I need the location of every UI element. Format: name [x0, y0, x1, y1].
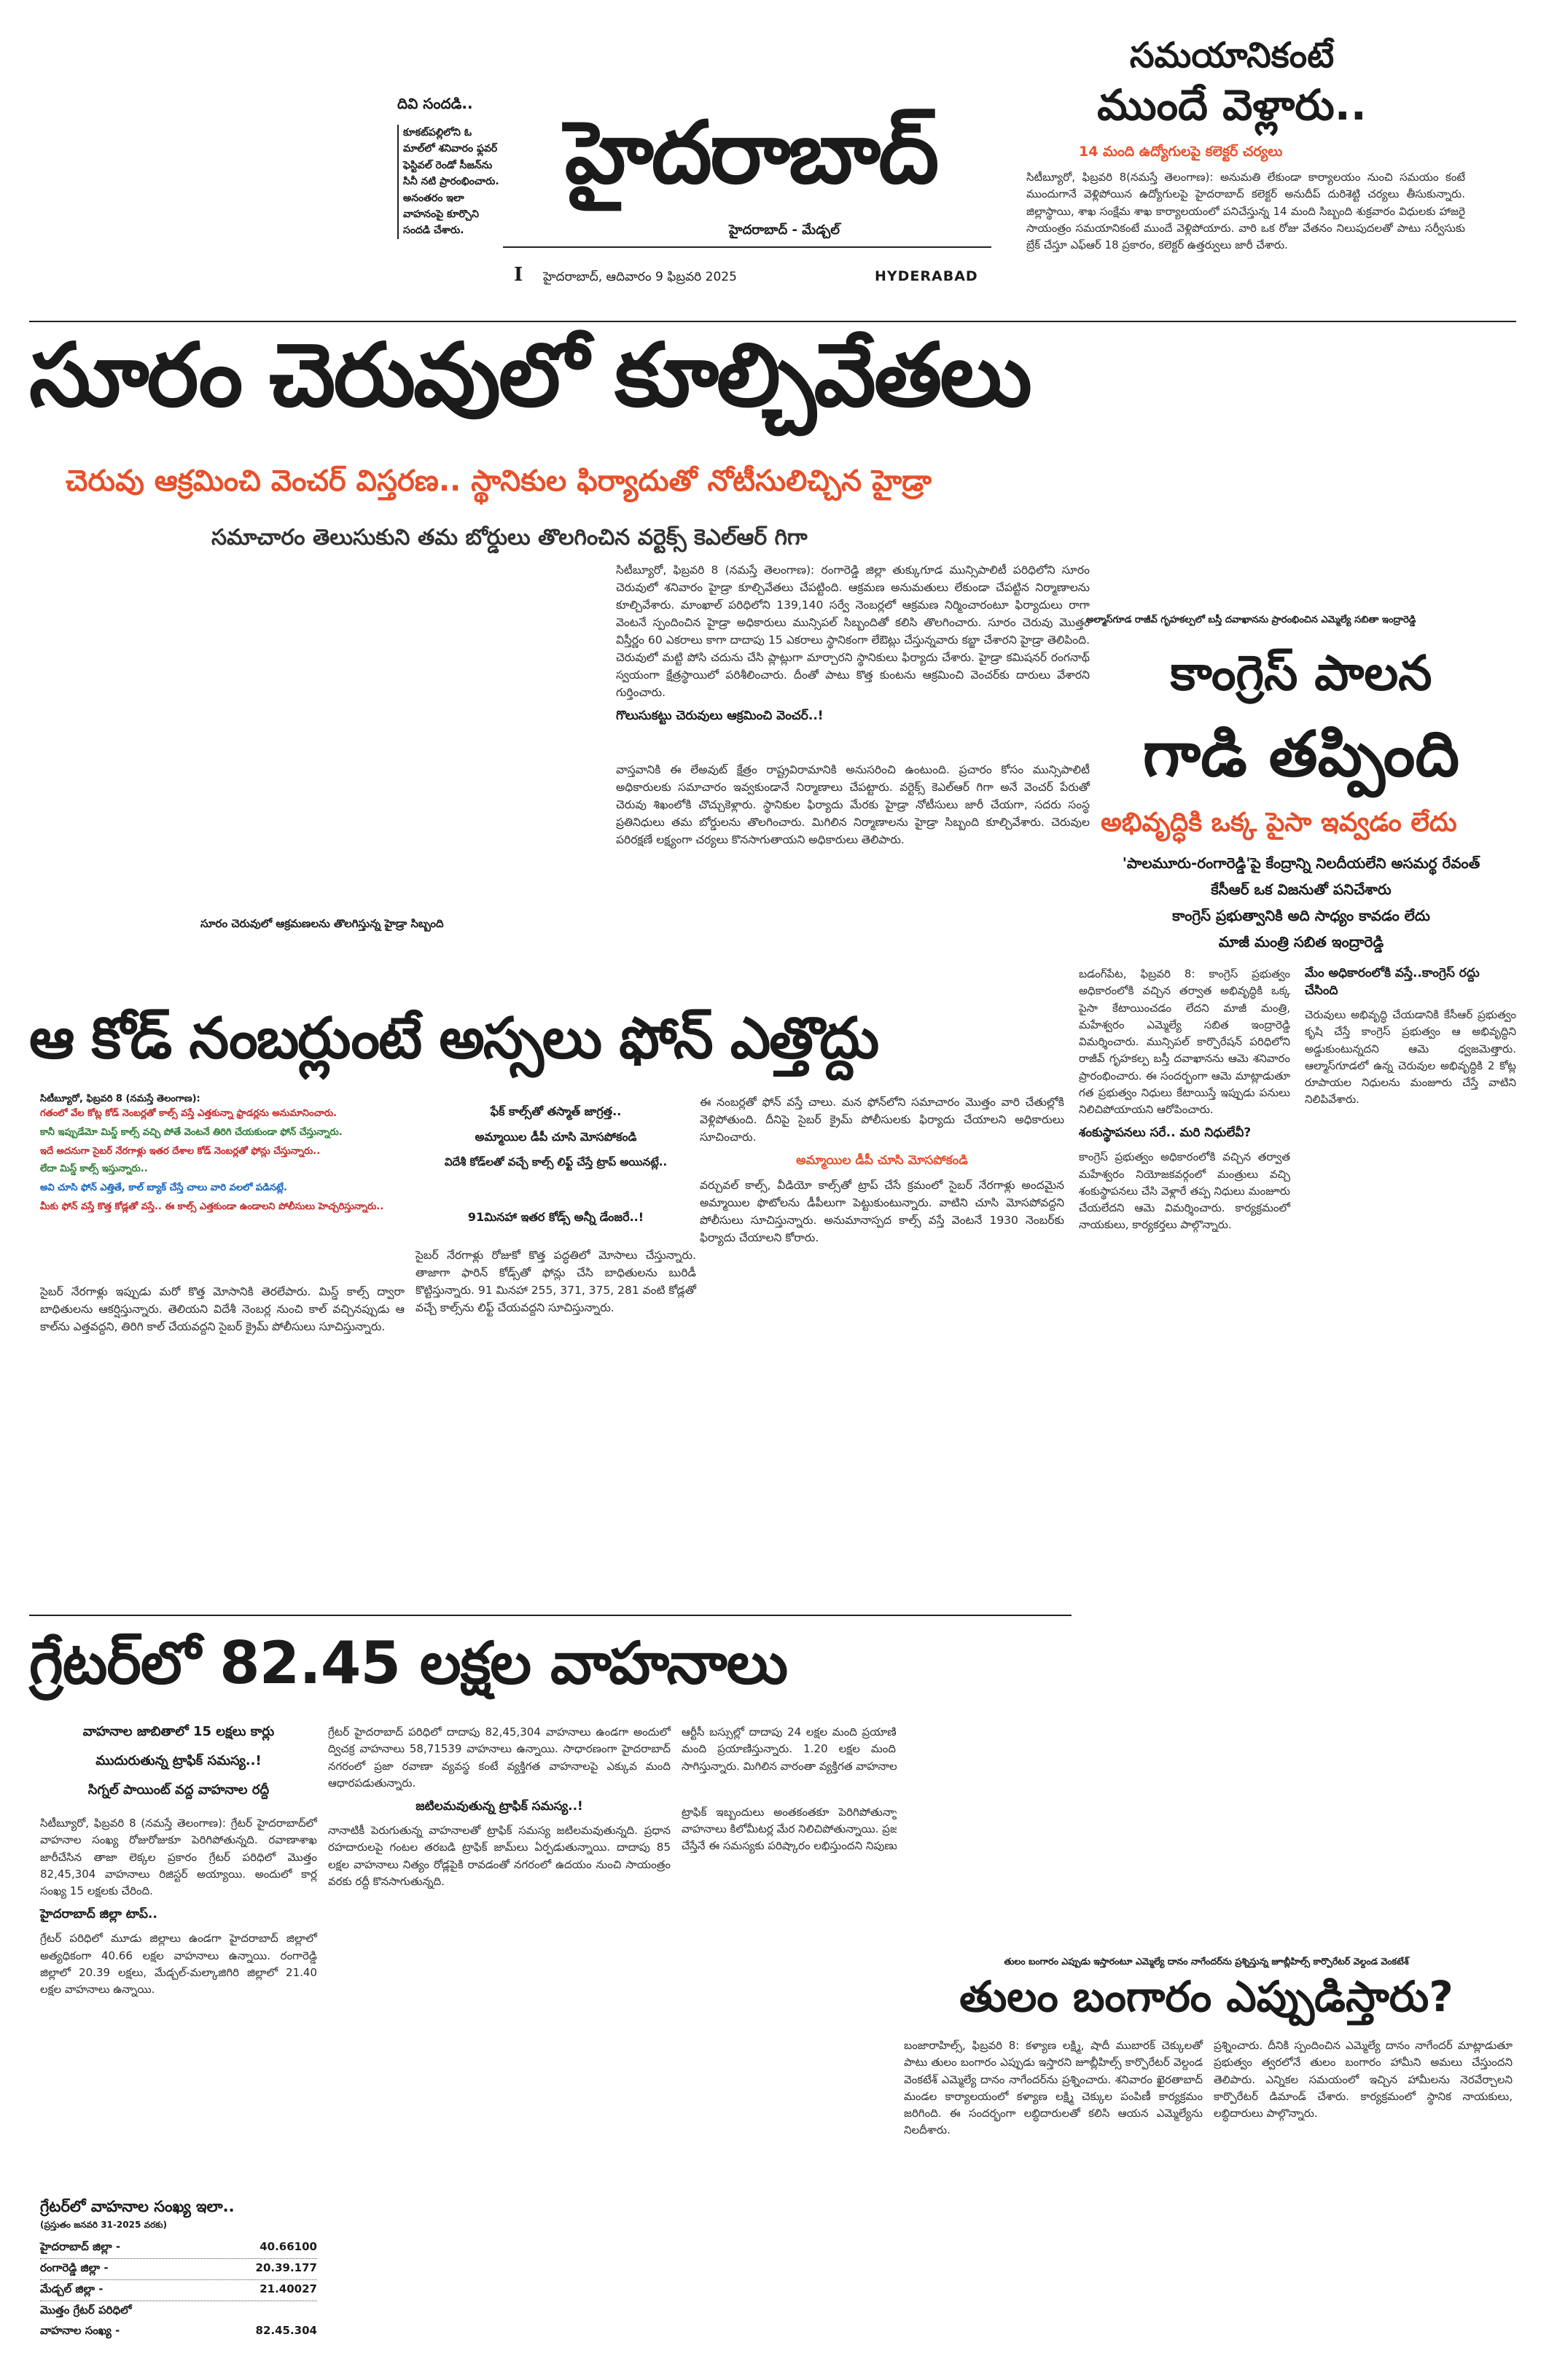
dateline: హైదరాబాద్, ఆదివారం 9 ఫిబ్రవరి 2025 [543, 270, 737, 284]
code-body-5: వర్చువల్ కాల్స్, వీడియో కాల్స్‌తో ట్రాప్… [700, 1179, 1064, 1245]
congress-body-col-2: మేం అధికారంలోకి వస్తే..కాంగ్రెస్ రద్దు చ… [1305, 966, 1516, 1116]
congress-deck-1: 'పాలమూరు-రంగారెడ్డి'పై కేంద్రాన్ని నిలదీ… [1122, 854, 1480, 872]
div-sandadi-caption: కూకట్‌పల్లిలోని ఓ మాల్‌లో శనివారం ఫ్లవర్… [397, 125, 505, 239]
greater-body-1: సిటీబ్యూరో, ఫిబ్రవరి 8 (నమస్తే తెలంగాణ):… [40, 1817, 317, 1897]
code-side-title: ఫేక్ కాల్స్‌తో తస్మాత్ జాగ్రత్త.. [490, 1104, 622, 1118]
greater-body-2: హైదరాబాద్ జిల్లా టాప్.. [40, 1907, 157, 1922]
suram-headline: సూరం చెరువులో కూల్చివేతలు [29, 325, 1032, 426]
gold-headline: తులం బంగారం ఎప్పుడిస్తారు? [959, 1972, 1453, 2021]
congress-body-col-1: బడంగ్‌పేట, ఫిబ్రవరి 8: కాంగ్రెస్ ప్రభుత్… [1079, 966, 1290, 1241]
table-row: మొత్తం గ్రేటర్ పరిధిలో [40, 2303, 132, 2317]
suram-photo-caption: సూరం చెరువులో ఆక్రమణలను తొలగిస్తున్న హైడ… [200, 917, 444, 930]
greater-headline: గ్రేటర్‌లో 82.45 లక్షల వాహనాలు [29, 1629, 788, 1697]
code-body-4: అమ్మాయిల డీపీ చూసి మోసపోకండి [796, 1153, 968, 1168]
congress-kicker: అల్మాస్‌గూడ రాజీవ్ గృహకల్పలో బస్తీ దవాఖా… [1086, 614, 1416, 625]
greater-body-col-1: సిటీబ్యూరో, ఫిబ్రవరి 8 (నమస్తే తెలంగాణ):… [40, 1815, 317, 2005]
greater-photo [328, 2070, 882, 2362]
code-bullet-5: అవి చూసి ఫోన్ ఎత్తితే, కాల్ బ్యాక్ చేస్త… [40, 1182, 287, 1193]
code-headline: ఆ కోడ్ నంబర్లుంటే అస్సలు ఫోన్ ఎత్తొద్దు [29, 1006, 879, 1072]
suram-photo [29, 565, 605, 908]
code-bullet-2: కానీ ఇప్పుడేమో మిస్డ్ కాల్స్ వచ్చి పోతే … [40, 1127, 343, 1138]
greater-body-col-2: గ్రేటర్ హైదరాబాద్ పరిధిలో దాదాపు 82,45,3… [328, 1724, 671, 1897]
table-row: హైదరాబాద్ జిల్లా -40.66100 [40, 2238, 317, 2259]
masthead-title: హైదరాబాద్ [564, 102, 940, 203]
table-row: వాహనాల సంఖ్య -82.45.304 [40, 2324, 317, 2337]
vehicle-table-sub: (ప్రస్తుతం జనవరి 31-2025 వరకు) [40, 2220, 168, 2230]
gold-body-col-2: ప్రశ్నించారు. దీనికి స్పందించిన ఎమ్మెల్య… [1214, 2037, 1513, 2129]
code-side-line2: 91మినహా ఇతర కోడ్స్ అన్నీ డేంజరే..! [467, 1210, 644, 1224]
div-sandadi-photo [332, 135, 393, 281]
code-body-col-2: సైబర్ నేరగాళ్లు రోజుకో కొత్త పద్ధతిలో మో… [415, 1246, 696, 1324]
suram-body-2: గొలుసుకట్టు చెరువులు ఆక్రమించి వెంచర్..! [616, 709, 824, 724]
vehicle-table: గ్రేటర్‌లో వాహనాల సంఖ్య ఇలా.. (ప్రస్తుతం… [40, 2198, 317, 2342]
gold-kicker: తులం బంగారం ఎప్పుడు ఇస్తారంటూ ఎమ్మెల్యే … [1004, 1956, 1409, 1967]
code-bullet-3: ఇదే అదనుగా సైబర్ నేరగాళ్లు ఇతర దేశాల కోడ… [40, 1146, 321, 1157]
code-side-sub: అమ్మాయిల డీపీ చూసి మోసపోకండి [475, 1130, 637, 1144]
code-bullet-4: లేదా మిస్డ్ కాల్స్ ఇస్తున్నారు.. [40, 1163, 148, 1174]
timely-subhead: 14 మంది ఉద్యోగులపై కలెక్టర్ చర్యలు [1079, 144, 1283, 160]
congress-deck-2: కేసీఆర్ ఒక విజనుతో పనిచేశారు [1211, 881, 1392, 898]
masthead-subtitle: హైదరాబాద్ - మేడ్చల్ [729, 222, 840, 238]
suram-body-col: సిటీబ్యూరో, ఫిబ్రవరి 8 (నమస్తే తెలంగాణ):… [616, 561, 1090, 856]
gold-photo [897, 1633, 1516, 1946]
gold-body-1: బంజారాహిల్స్, ఫిబ్రవరి 8: కళ్యాణ లక్ష్మి… [904, 2039, 1203, 2137]
timely-body: సిటీబ్యూరో, ఫిబ్రవరి 8(నమస్తే తెలంగాణ): … [1026, 171, 1465, 251]
congress-body-4: శంకుస్థాపనలు సరే.. మరి నిధులేవీ? [1079, 1125, 1252, 1141]
code-side-line: విదేశీ కోడ్‌లతో వచ్చే కాల్స్ లిఫ్ట్ చేస్… [444, 1155, 668, 1168]
greater-body-6: నానాటికీ పెరుగుతున్న వాహనాలతో ట్రాఫిక్ స… [328, 1824, 671, 1888]
congress-body-3: చెరువులు అభివృద్ధి చేయడానికి కేసీఆర్ ప్ర… [1305, 1008, 1516, 1107]
congress-subhead: అభివృద్ధికి ఒక్క పైసా ఇవ్వడం లేదు [1101, 808, 1457, 838]
suram-body-3: వాస్తవానికి ఈ లేఅవుట్ క్షేత్రం రాష్ట్రవి… [616, 763, 1090, 847]
table-row: రంగారెడ్డి జిల్లా -20.39.177 [40, 2259, 317, 2280]
gold-body-col-1: బంజారాహిల్స్, ఫిబ్రవరి 8: కళ్యాణ లక్ష్మి… [904, 2037, 1203, 2147]
table-row: మేడ్చల్ జిల్లా -21.40027 [40, 2280, 317, 2301]
greater-deck-2: ముదురుతున్న ట్రాఫిక్ సమస్య..! [95, 1753, 262, 1768]
congress-body-1: బడంగ్‌పేట, ఫిబ్రవరి 8: కాంగ్రెస్ ప్రభుత్… [1079, 967, 1290, 1116]
gold-body-2: ప్రశ్నించారు. దీనికి స్పందించిన ఎమ్మెల్య… [1214, 2039, 1513, 2120]
congress-deck-4: మాజీ మంత్రి సబిత ఇంద్రారెడ్డి [1218, 933, 1384, 951]
timely-headline-1: సమయానికంటే [1129, 35, 1335, 76]
code-body-1: సైబర్ నేరగాళ్లు ఇప్పుడు మరో కొత్త మోసాని… [40, 1285, 405, 1334]
timely-headline-2: ముందే వెళ్లారు.. [1097, 80, 1367, 130]
code-body-col-1: సైబర్ నేరగాళ్లు ఇప్పుడు మరో కొత్త మోసాని… [40, 1283, 405, 1343]
congress-deck-3: కాంగ్రెస్ ప్రభుత్వానికి అది సాధ్యం కావడం… [1172, 907, 1430, 924]
greater-body-3: గ్రేటర్ పరిధిలో మూడు జిల్లాలు ఉండగా హైదర… [40, 1932, 317, 1996]
masthead-city: HYDERABAD [875, 268, 978, 284]
greater-body-5: జటిలమవుతున్న ట్రాఫిక్ సమస్య..! [415, 1799, 583, 1814]
code-bullet-box: గతంలో వేల కోట్ల కోడ్ నెంబర్లతో కాల్స్ వస… [40, 1108, 412, 1214]
code-body-2: సైబర్ నేరగాళ్లు రోజుకో కొత్త పద్ధతిలో మో… [415, 1249, 696, 1315]
code-bullet-1: గతంలో వేల కోట్ల కోడ్ నెంబర్లతో కాల్స్ వస… [40, 1108, 337, 1119]
suram-deck: సమాచారం తెలుసుకుని తమ బోర్డులు తొలగించిన… [211, 525, 808, 550]
greater-body-4: గ్రేటర్ హైదరాబాద్ పరిధిలో దాదాపు 82,45,3… [328, 1725, 671, 1790]
congress-body-2: మేం అధికారంలోకి వస్తే..కాంగ్రెస్ రద్దు చ… [1305, 966, 1480, 998]
congress-headline-1: కాంగ్రెస్ పాలన [1170, 645, 1432, 701]
code-body-3: ఈ నంబర్లతో ఫోన్ వస్తే చాలు. మన ఫోన్‌లోని… [700, 1096, 1064, 1144]
vehicle-table-title: గ్రేటర్‌లో వాహనాల సంఖ్య ఇలా.. [40, 2198, 235, 2215]
div-sandadi-title: దివి సందడి.. [397, 95, 473, 112]
code-body-col-3: ఈ నంబర్లతో ఫోన్ వస్తే చాలు. మన ఫోన్‌లోని… [700, 1093, 1064, 1254]
code-dateline: సిటీబ్యూరో, ఫిబ్రవరి 8 (నమస్తే తెలంగాణ): [40, 1093, 200, 1104]
congress-headline-2: గాడి తప్పింది [1142, 718, 1460, 791]
suram-body-1: సిటీబ్యూరో, ఫిబ్రవరి 8 (నమస్తే తెలంగాణ):… [616, 563, 1090, 700]
greater-deck-1: వాహనాల జాబితాలో 15 లక్షలు కార్లు [82, 1724, 275, 1739]
page-number: I [514, 264, 523, 286]
congress-body-5: కాంగ్రెస్ ప్రభుత్వం అధికారంలోకి వచ్చిన త… [1079, 1150, 1290, 1232]
code-bullet-6: మీకు ఫోన్ వస్తే కొత్త కోడ్లతో వస్తే.. ఈ … [40, 1201, 384, 1212]
greater-deck-3: సిగ్నల్ పాయింట్ వద్ద వాహనాల రద్దీ [87, 1782, 270, 1798]
div-sandadi-box: దివి సందడి.. కూకట్‌పల్లిలోని ఓ మాల్‌లో శ… [397, 95, 505, 277]
suram-subhead: చెరువు ఆక్రమించి వెంచర్ విస్తరణ.. స్థాని… [66, 464, 932, 498]
